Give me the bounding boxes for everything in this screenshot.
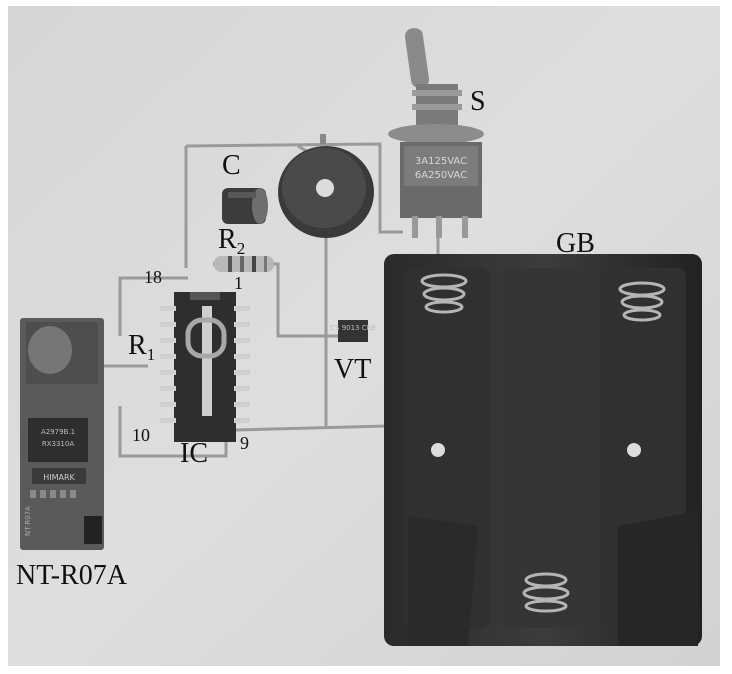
pin-18-label: 18 (144, 267, 162, 287)
ic-socket (160, 292, 250, 442)
module-silk: NT-R07A (24, 506, 32, 536)
module-label: NT-R07A (16, 560, 127, 591)
resistor-r2 (214, 256, 274, 272)
wiring (103, 142, 440, 458)
switch-label: S (470, 86, 486, 117)
capacitor (222, 188, 268, 224)
toggle-switch: 3A125VAC 6A250VAC (388, 28, 484, 238)
module-brand: HIMARK (43, 473, 75, 482)
resistor1-subscript: 1 (146, 345, 156, 364)
switch-rating-1: 3A125VAC (415, 156, 467, 167)
pin-10-label: 10 (132, 425, 150, 445)
resistor-r1 (185, 317, 227, 359)
transistor-label: VT (334, 354, 372, 385)
ic-label: IC (180, 438, 208, 469)
resistor1-letter: R (128, 330, 147, 361)
circuit-photo: 3A125VAC 6A250VAC (8, 6, 720, 666)
switch-rating-2: 6A250VAC (415, 170, 467, 181)
resistor2-label: R2 (218, 224, 246, 258)
module-chip-2: RX3310A (42, 440, 74, 448)
battery-label: GB (556, 228, 595, 259)
resistor2-letter: R (218, 224, 237, 255)
pin-9-label: 9 (240, 433, 249, 453)
circuit-photo-drawing: 3A125VAC 6A250VAC (8, 6, 720, 666)
resistor1-label: R1 (128, 330, 156, 364)
pin-1-label: 1 (234, 273, 243, 293)
transistor-code: CS 9013 CBE (330, 324, 376, 332)
module-chip-1: A2979B.1 (41, 428, 75, 436)
resistor2-subscript: 2 (236, 239, 246, 258)
transistor: CS 9013 CBE (330, 320, 376, 342)
receiver-module: A2979B.1 RX3310A HIMARK NT-R07A (20, 318, 104, 550)
capacitor-label: C (222, 150, 241, 181)
buzzer (278, 134, 374, 238)
battery-holder (384, 254, 702, 646)
